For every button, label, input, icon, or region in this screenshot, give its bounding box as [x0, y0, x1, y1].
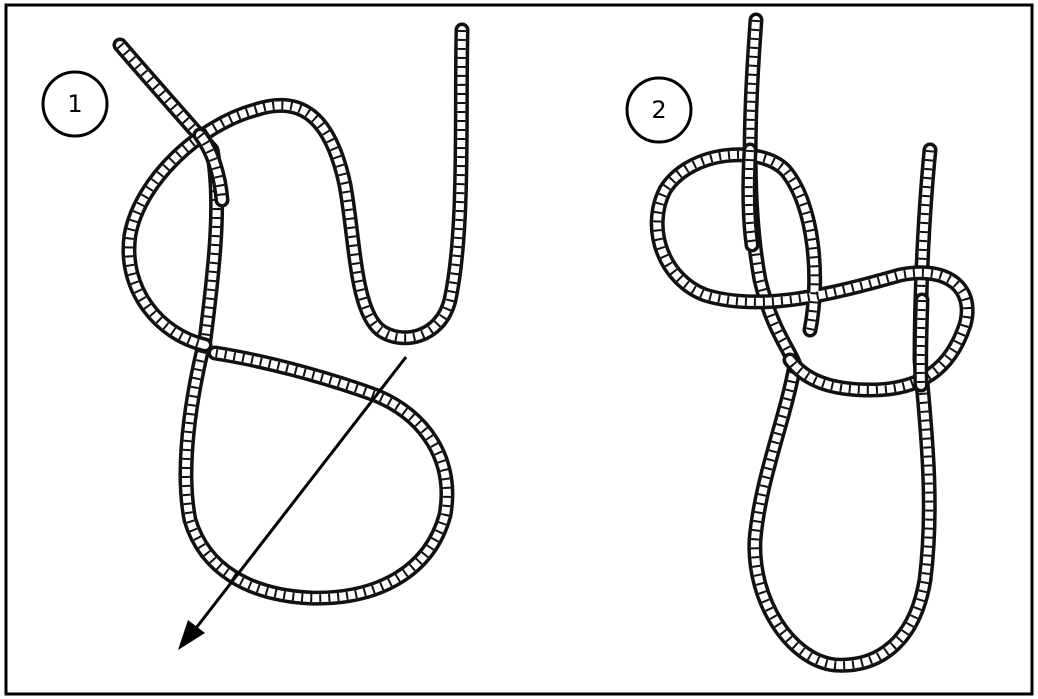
step-2-number: 2 [651, 96, 666, 124]
step-2-rope-loop [750, 20, 930, 665]
step-1-panel: 1 [43, 30, 462, 650]
frame-border [6, 5, 1032, 694]
step-1-direction-arrow [178, 357, 406, 650]
step-1-badge: 1 [43, 72, 107, 136]
step-2-rope-crossing [749, 150, 922, 385]
step-2-panel: 2 [627, 20, 967, 665]
step-1-number: 1 [67, 90, 82, 118]
step-1-rope-upper [129, 30, 462, 345]
step-2-badge: 2 [627, 78, 691, 142]
